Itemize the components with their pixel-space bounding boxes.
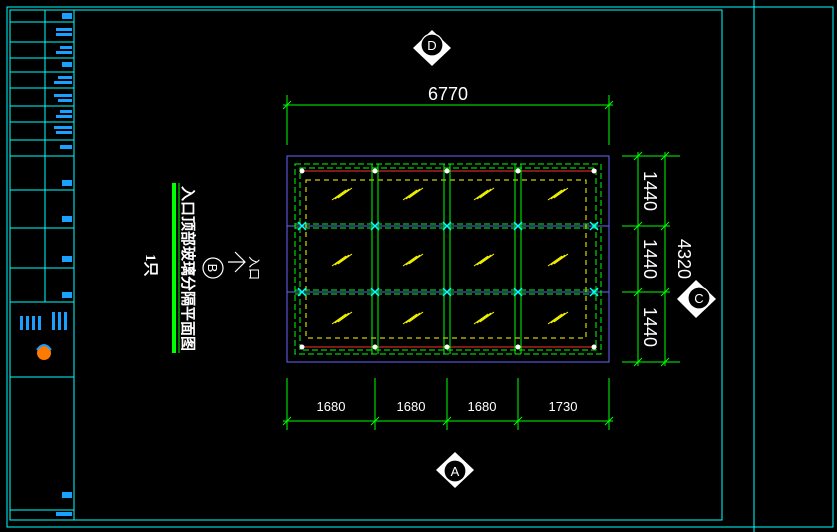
plan-outline — [286, 155, 610, 363]
corner-node — [372, 168, 378, 174]
node-layer — [297, 168, 599, 350]
connector-node — [370, 221, 380, 231]
connector-node — [297, 221, 307, 231]
overall-height-label: 4320 — [674, 239, 694, 279]
right-dim-2: 1440 — [640, 239, 660, 279]
corner-node — [591, 168, 597, 174]
axis-label-d: D — [427, 38, 436, 53]
axis-label-b: B — [205, 264, 220, 273]
glass-panel-hatch — [547, 187, 569, 201]
corner-node — [515, 168, 521, 174]
glass-panel-hatch — [402, 253, 424, 267]
drawing-title-group: 入口顶部玻璃分隔平面图 1只 — [142, 183, 197, 353]
corner-node — [591, 344, 597, 350]
outer-frame — [6, 6, 834, 528]
connector-node — [589, 287, 599, 297]
entrance-marker: B 入口 — [202, 251, 261, 280]
right-dim-1: 1440 — [640, 171, 660, 211]
connector-node — [442, 287, 452, 297]
right-dim-3: 1440 — [640, 307, 660, 347]
connector-node — [297, 287, 307, 297]
corner-node — [444, 344, 450, 350]
glass-hatch-layer — [331, 187, 569, 325]
glass-panel-hatch — [473, 311, 495, 325]
title-block — [10, 10, 75, 520]
bottom-dim-2: 1680 — [397, 399, 426, 414]
axis-bubble-c: C — [677, 280, 716, 318]
panel-frames — [294, 163, 602, 355]
corner-node — [299, 168, 305, 174]
glass-panel-hatch — [402, 311, 424, 325]
axis-bubble-a: A — [436, 452, 474, 488]
glass-panel-hatch — [547, 311, 569, 325]
drawing-title: 入口顶部玻璃分隔平面图 — [179, 186, 197, 351]
glass-panel-hatch — [473, 187, 495, 201]
corner-node — [515, 344, 521, 350]
connector-node — [513, 287, 523, 297]
glass-panel-hatch — [331, 187, 353, 201]
top-dimension — [282, 95, 614, 145]
glass-panel-hatch — [331, 253, 353, 267]
connector-node — [370, 287, 380, 297]
glass-panel-hatch — [331, 311, 353, 325]
bottom-dim-4: 1730 — [549, 399, 578, 414]
glass-panel-hatch — [547, 253, 569, 267]
axis-bubble-d: D — [413, 30, 451, 66]
corner-node — [444, 168, 450, 174]
entrance-arrow-icon — [228, 251, 246, 273]
bottom-dim-3: 1680 — [468, 399, 497, 414]
inner-frame — [9, 9, 723, 521]
overall-width-label: 6770 — [428, 84, 468, 104]
connector-node — [513, 221, 523, 231]
drawing-subtitle: 1只 — [142, 254, 159, 277]
right-dimension — [622, 151, 680, 367]
axis-label-c: C — [694, 291, 703, 306]
connector-node — [589, 221, 599, 231]
corner-node — [299, 344, 305, 350]
company-logo-icon — [37, 346, 51, 360]
bottom-dimension — [282, 378, 614, 430]
title-underline-bar — [172, 183, 176, 353]
glass-panel-hatch — [473, 253, 495, 267]
axis-label-a: A — [451, 464, 460, 479]
bottom-dim-1: 1680 — [317, 399, 346, 414]
glass-panel-hatch — [402, 187, 424, 201]
connector-node — [442, 221, 452, 231]
entrance-label: 入口 — [247, 256, 261, 280]
corner-node — [372, 344, 378, 350]
